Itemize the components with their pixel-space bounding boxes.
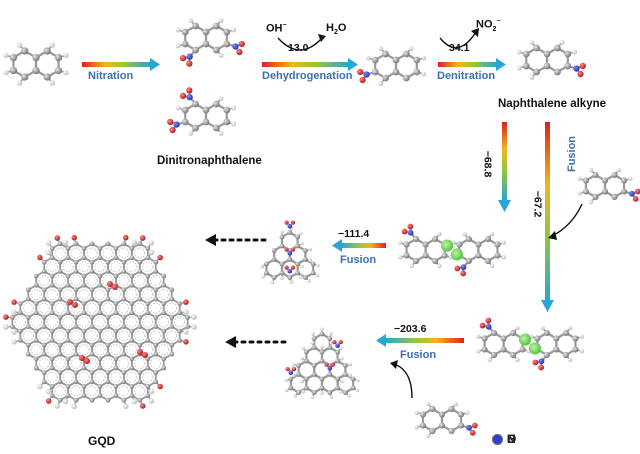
label-naphthalene-alkyne: Naphthalene alkyne <box>498 98 607 110</box>
label-nitrite: NO2− <box>476 18 501 33</box>
energy-dehydrogenation: 13.0 <box>288 42 309 54</box>
label-fusion-bottom: Fusion <box>400 349 437 361</box>
legend-label-o: O <box>507 432 517 446</box>
arrow-vertical-right <box>541 122 554 312</box>
energy-vertical-left: −68.8 <box>481 150 494 178</box>
energy-vertical-right: −67.2 <box>531 190 544 218</box>
naphthalene-alkyne-reagent-2 <box>414 401 478 439</box>
arrow-nitration <box>82 58 160 71</box>
dehydrogenated-intermediate <box>357 46 427 86</box>
legend-label-n: N <box>507 432 516 446</box>
curved-arrow-fusion-right <box>551 203 583 237</box>
label-hydroxide: OH− <box>266 22 287 35</box>
naphthalene-alkyne-reagent-1 <box>577 167 640 205</box>
legend-item-n: N <box>492 432 516 446</box>
dinitronaphthalene-isomer-2 <box>167 87 237 136</box>
arrow-fusion-bottom <box>376 334 464 347</box>
curved-arrow-oh-h2o <box>277 37 323 51</box>
curved-arrow-fusion-bottom <box>393 363 413 399</box>
label-gqd: GQD <box>88 434 116 448</box>
label-fusion-mid: Fusion <box>340 254 377 266</box>
trimer-intermediate-2 <box>284 327 360 399</box>
dimer-intermediate-1 <box>398 223 506 277</box>
label-dinitronaphthalene: Dinitronaphthalene <box>157 155 262 167</box>
label-dehydrogenation: Dehydrogenation <box>262 70 353 82</box>
legend-label-h: H <box>507 432 516 446</box>
legend-swatch-n <box>492 433 503 445</box>
arrow-fusion-mid <box>332 239 386 252</box>
energy-fusion-bottom: −203.6 <box>394 323 427 335</box>
curved-arrow-nitrite <box>439 31 477 49</box>
naphthalene-molecule <box>3 42 69 86</box>
label-water: H2O <box>326 22 347 37</box>
label-nitration: Nitration <box>88 70 134 82</box>
gqd-structure <box>3 234 197 410</box>
label-fusion-vertical: Fusion <box>566 135 579 173</box>
dotted-arrow-lower <box>225 336 292 348</box>
trimer-intermediate-1 <box>260 220 320 284</box>
naphthalene-alkyne-molecule <box>516 40 586 80</box>
energy-fusion-mid: −111.4 <box>338 228 370 240</box>
label-denitration: Denitration <box>437 70 496 82</box>
arrow-denitration <box>438 58 506 71</box>
arrow-dehydrogenation <box>262 58 358 71</box>
dotted-arrow-upper <box>205 234 272 246</box>
energy-denitration: 34.1 <box>449 42 470 54</box>
legend-label-c: C <box>507 432 516 446</box>
dimer-intermediate-2 <box>476 317 584 371</box>
dinitronaphthalene-isomer-1 <box>175 18 245 67</box>
arrow-vertical-left <box>498 122 511 212</box>
